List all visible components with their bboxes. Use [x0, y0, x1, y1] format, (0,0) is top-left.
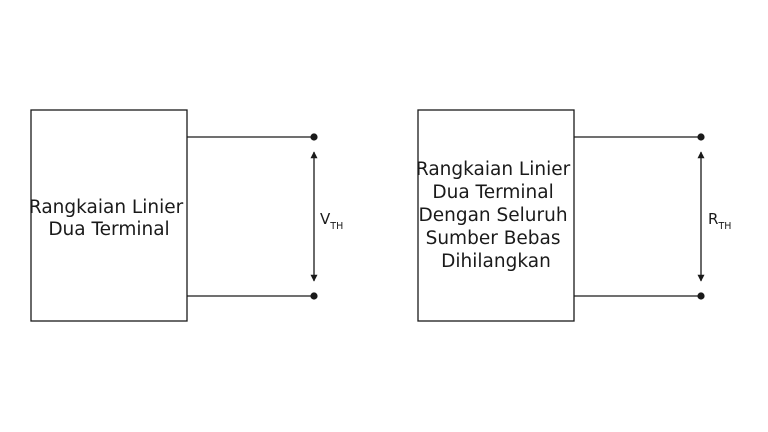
vth-symbol: V	[320, 210, 331, 228]
rth-label: RTH	[708, 210, 731, 232]
rth-symbol: R	[708, 210, 718, 228]
rth-subscript: TH	[717, 221, 731, 232]
left-box-line-2: Dua Terminal	[48, 219, 169, 240]
vth-label: VTH	[320, 210, 343, 232]
right-box-line-1: Rangkaian Linier	[416, 159, 571, 180]
right-circuit: Rangkaian Linier Dua Terminal Dengan Sel…	[416, 109, 731, 322]
left-bottom-terminal	[310, 292, 318, 300]
vth-subscript: TH	[329, 221, 343, 232]
right-box-line-4: Sumber Bebas	[426, 228, 561, 249]
right-box-label: Rangkaian Linier Dua Terminal Dengan Sel…	[416, 159, 576, 272]
right-circuit-box	[417, 109, 575, 322]
left-circuit-box	[30, 109, 188, 322]
right-box-line-2: Dua Terminal	[432, 182, 553, 203]
left-top-terminal	[310, 133, 318, 141]
right-box-line-3: Dengan Seluruh	[419, 205, 568, 226]
right-box-line-5: Dihilangkan	[441, 251, 551, 272]
left-box-line-1: Rangkaian Linier	[29, 197, 184, 218]
left-circuit: Rangkaian Linier Dua Terminal VTH	[29, 109, 343, 322]
right-bottom-terminal	[697, 292, 705, 300]
left-box-label: Rangkaian Linier Dua Terminal	[29, 197, 189, 240]
right-top-terminal	[697, 133, 705, 141]
